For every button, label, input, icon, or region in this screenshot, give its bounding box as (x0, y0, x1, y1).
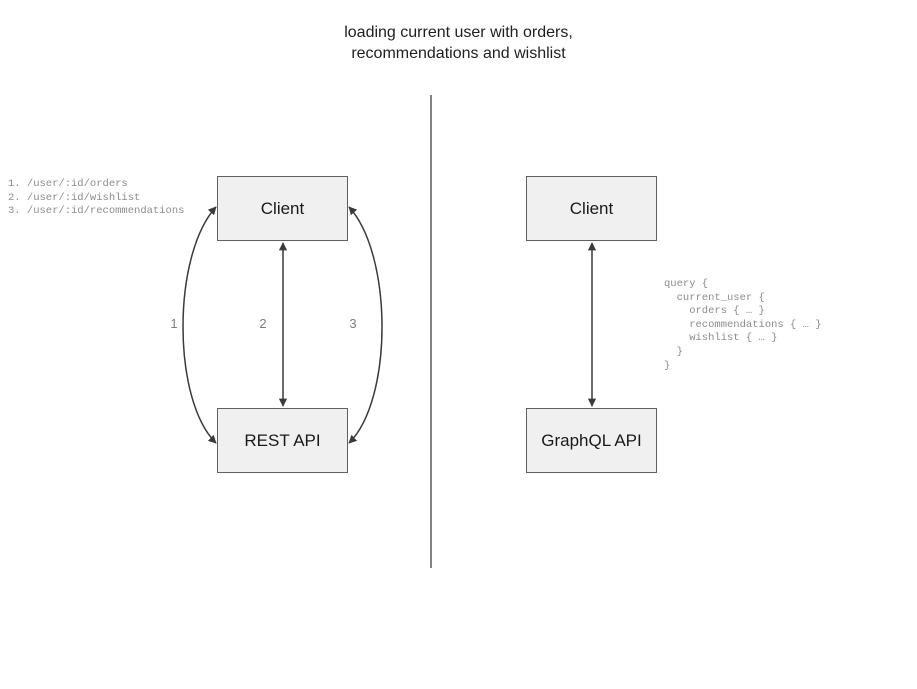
edge-client-rest-3 (348, 206, 383, 444)
node-graphql-api: GraphQL API (526, 408, 657, 473)
node-label: GraphQL API (541, 430, 642, 450)
node-client-rest: Client (217, 176, 348, 241)
edge-client-rest-1 (182, 206, 217, 444)
node-client-graphql: Client (526, 176, 657, 241)
node-rest-api: REST API (217, 408, 348, 473)
rest-endpoint-list: 1. /user/:id/orders 2. /user/:id/wishlis… (8, 178, 185, 218)
edge-label-2: 2 (259, 316, 267, 331)
edge-label-1: 1 (170, 316, 178, 331)
edge-label-3: 3 (349, 316, 357, 331)
graphql-query-snippet: query { current_user { orders { … } reco… (664, 278, 822, 372)
node-label: REST API (244, 430, 321, 450)
page-title: loading current user with orders, recomm… (344, 24, 573, 62)
node-label: Client (260, 198, 305, 218)
node-label: Client (569, 198, 614, 218)
